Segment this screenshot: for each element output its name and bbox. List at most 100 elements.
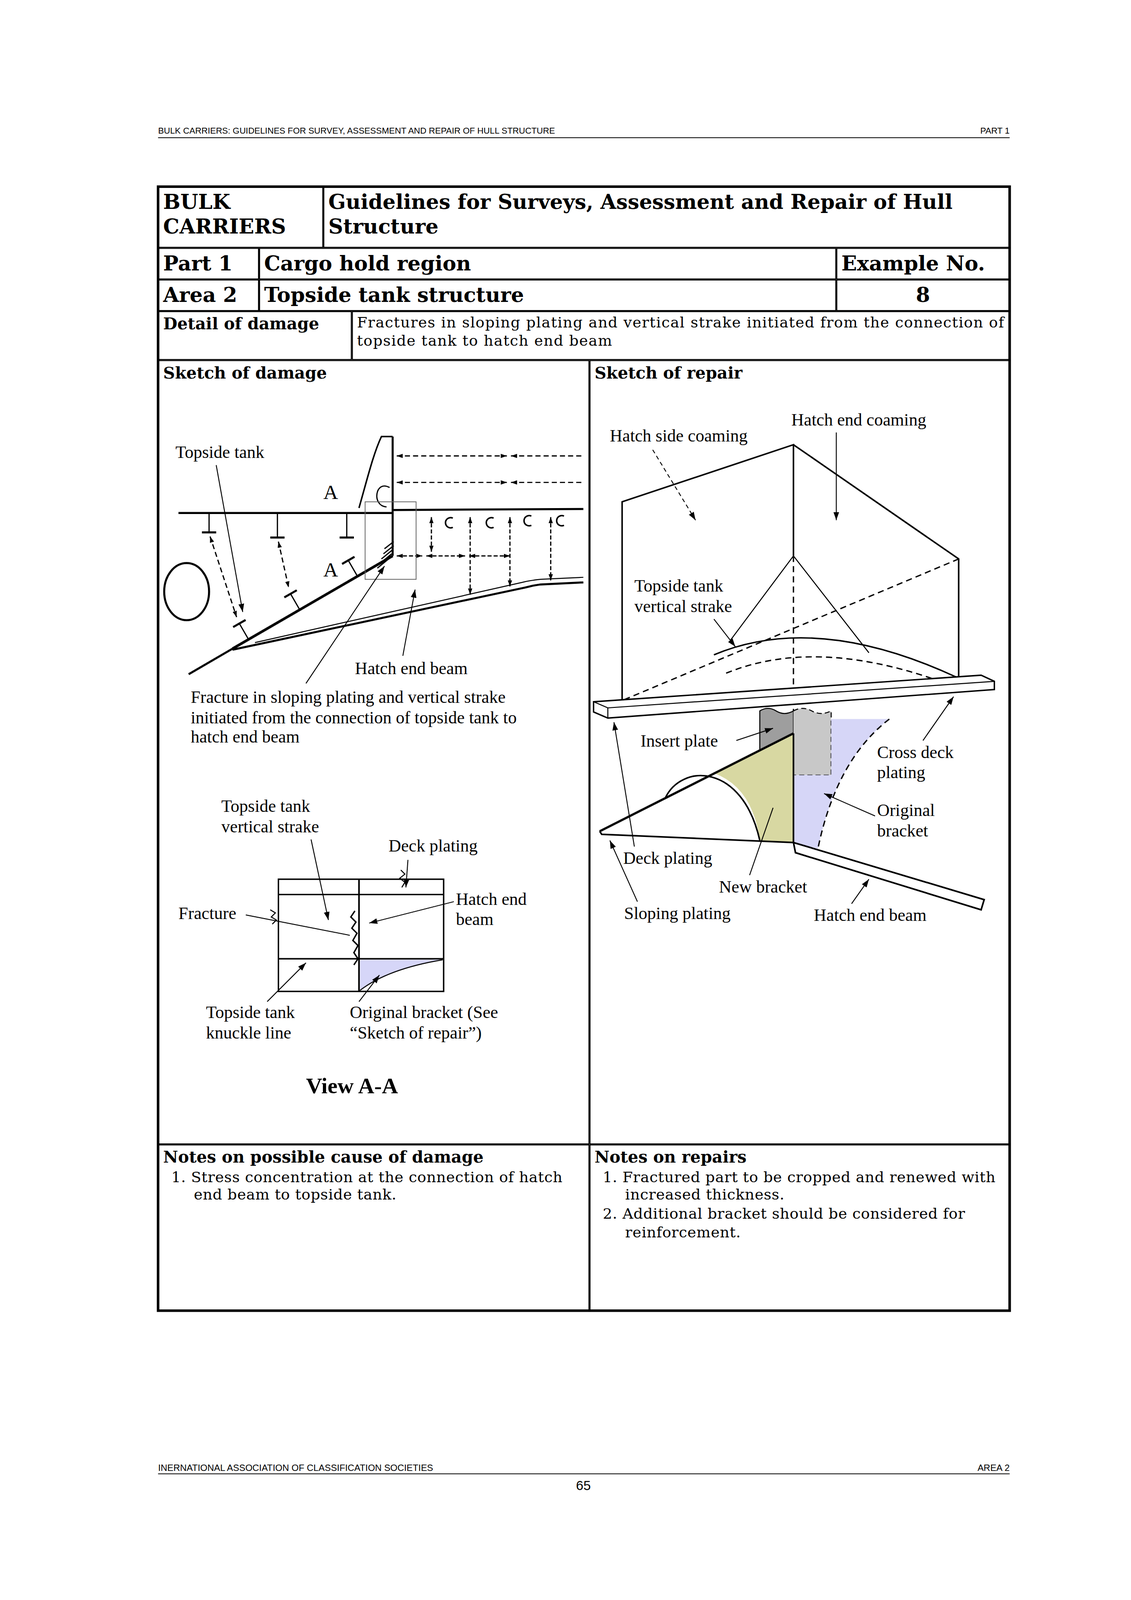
repair-sketch	[652, 449, 696, 520]
part-label: Sloping plating	[624, 903, 731, 924]
repair-sketch	[713, 618, 736, 647]
damage-sketch	[290, 593, 300, 610]
table-cell: Guidelines for Surveys, Assessment and R…	[323, 186, 1010, 248]
notes-cell: Notes on possible cause of damage1. Stre…	[158, 1144, 590, 1311]
cell-text: Detail of damage	[163, 314, 348, 335]
section-view	[405, 859, 408, 888]
damage-sketch	[523, 515, 532, 526]
section-view	[245, 914, 350, 936]
repair-sketch	[736, 728, 774, 741]
notes-text: 1. Stress concentration at the connectio…	[163, 1168, 585, 1205]
damage-note: Fracture in sloping plating and vertical…	[190, 687, 533, 748]
section-view	[278, 958, 444, 960]
cell-text: Cargo hold region	[264, 250, 831, 276]
damage-sketch	[358, 436, 393, 509]
damage-sketch	[232, 555, 393, 649]
repair-sketch	[749, 807, 774, 876]
table-cell: Topside tank structure	[259, 279, 837, 312]
damage-sketch	[396, 555, 423, 557]
notes-text: 1. Fractured part to be cropped and rene…	[594, 1168, 1005, 1205]
section-view	[278, 893, 444, 896]
part-label: Topside tank vertical strake	[221, 796, 349, 837]
repair-sketch	[792, 733, 795, 843]
damage-sketch	[342, 556, 355, 565]
damage-sketch	[445, 517, 453, 528]
damage-sketch	[396, 481, 508, 483]
damage-sketch	[270, 536, 285, 539]
section-view	[270, 909, 277, 924]
repair-sketch	[622, 444, 794, 702]
repair-sketch	[624, 558, 960, 700]
cell-text: Area 2	[163, 282, 255, 308]
page-number: 65	[542, 1478, 625, 1495]
damage-sketch	[278, 541, 289, 588]
running-header: BULK CARRIERS: GUIDELINES FOR SURVEY, AS…	[158, 126, 556, 137]
damage-sketch	[391, 436, 394, 556]
repair-sketch	[851, 879, 869, 904]
damage-sketch	[178, 512, 393, 514]
damage-sketch	[486, 517, 494, 528]
repair-sketch	[664, 775, 760, 841]
section-mark: A	[323, 557, 338, 582]
part-label: New bracket	[719, 876, 808, 898]
damage-sketch	[469, 517, 472, 595]
repair-sketch	[835, 432, 837, 520]
table-cell: Detail of damage	[158, 311, 353, 360]
section-mark: A	[323, 480, 338, 504]
damage-sketch	[376, 486, 390, 508]
table-cell: Fractures in sloping plating and vertica…	[352, 311, 1010, 360]
view-title: View A-A	[306, 1073, 399, 1100]
section-view	[359, 959, 443, 991]
part-label: Insert plate	[640, 731, 718, 752]
damage-sketch	[430, 517, 433, 552]
damage-sketch	[384, 541, 394, 549]
damage-sketch	[556, 515, 565, 526]
damage-sketch	[396, 455, 508, 457]
damage-sketch	[510, 455, 584, 457]
damage-sketch	[339, 536, 354, 539]
damage-sketch	[232, 582, 584, 650]
page-rule	[158, 137, 1010, 139]
damage-sketch	[392, 508, 584, 510]
damage-sketch	[426, 555, 466, 557]
part-label: Original bracket	[876, 800, 959, 841]
repair-sketch	[793, 444, 959, 678]
damage-sketch	[210, 536, 237, 618]
section-view	[369, 901, 455, 924]
damage-sketch	[348, 560, 358, 577]
damage-sketch	[510, 481, 584, 483]
page-rule	[158, 1473, 1010, 1475]
part-label: Deck plating	[622, 848, 712, 869]
repair-sketch	[599, 831, 985, 910]
repair-sketch	[713, 733, 794, 843]
cell-text: Part 1	[163, 250, 255, 276]
page-rule	[158, 137, 1010, 1474]
cell-text: 8	[841, 282, 1005, 308]
repair-sketch	[923, 696, 954, 741]
section-view	[359, 959, 443, 991]
damage-sketch	[469, 555, 510, 557]
damage-sketch	[365, 501, 417, 580]
panel-heading: Sketch of damage	[163, 363, 585, 384]
table-cell: Cargo hold region	[259, 247, 837, 280]
damage-sketch	[233, 619, 246, 628]
table-border	[158, 186, 1010, 1311]
section-view	[399, 870, 405, 888]
section-view	[267, 962, 307, 1002]
part-label: Topside tank vertical strake	[634, 576, 763, 617]
table-cell: Example No.	[836, 247, 1010, 280]
damage-sketch	[216, 465, 243, 613]
damage-sketch	[379, 553, 392, 564]
damage-sketch	[284, 590, 297, 598]
damage-sketch	[509, 517, 511, 587]
running-footer: INERNATIONAL ASSOCIATION OF CLASSIFICATI…	[158, 1462, 434, 1474]
part-label: Topside tank knuckle line	[206, 1002, 327, 1043]
notes-heading: Notes on repairs	[594, 1147, 1005, 1168]
part-label: Deck plating	[388, 836, 478, 857]
damage-sketch	[208, 513, 210, 533]
damage-sketch	[377, 558, 389, 568]
damage-sketch	[346, 513, 348, 538]
part-label: Hatch side coaming	[609, 426, 748, 447]
heading-text: Guidelines for Surveys, Assessment and R…	[328, 189, 1005, 240]
